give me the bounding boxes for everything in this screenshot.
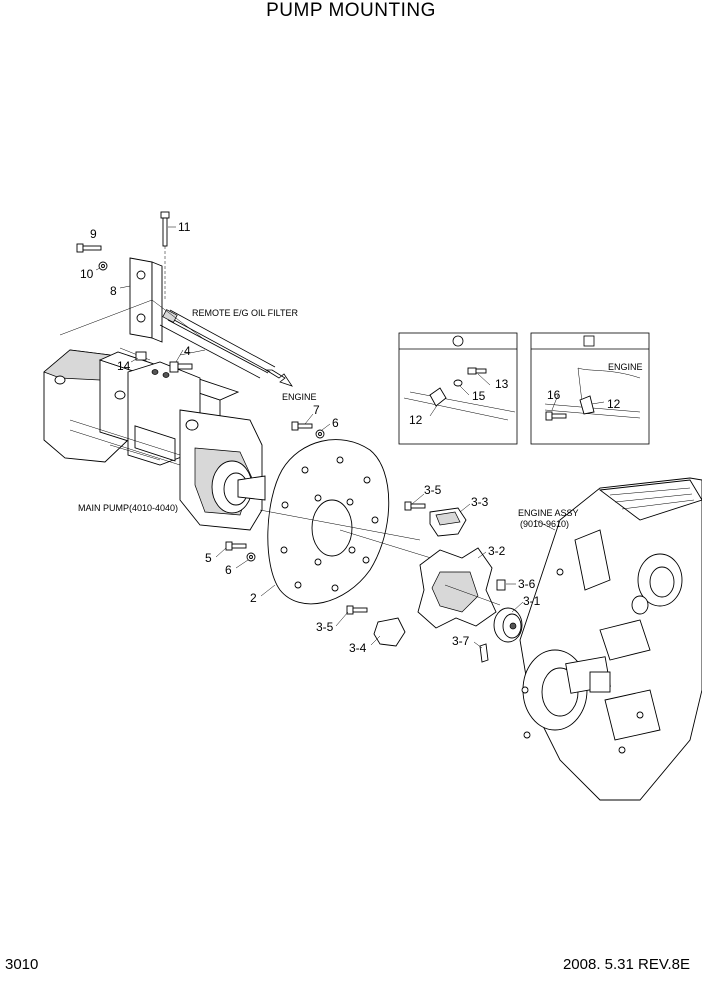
bolt-3-5a — [404, 501, 426, 511]
coupling-insert-3-3 — [429, 507, 467, 537]
note-engine-assy: ENGINE ASSY — [518, 508, 579, 518]
note-detail-engine: ENGINE — [608, 362, 643, 372]
washer-10 — [98, 261, 108, 271]
hub-3-1 — [493, 607, 523, 643]
callout-3-5a: 3-5 — [424, 483, 442, 497]
detail-view-square — [530, 332, 650, 445]
bolt-5 — [225, 541, 247, 551]
bolt-11 — [160, 211, 170, 300]
callout-6a: 6 — [332, 416, 339, 430]
bolt-3-5b — [346, 605, 368, 615]
note-engine-assy-code: (9010-9610) — [520, 519, 569, 529]
callout-3-6: 3-6 — [518, 577, 536, 591]
key-3-7 — [479, 643, 489, 663]
fitting-14 — [135, 351, 147, 361]
bolt-7 — [291, 421, 313, 431]
note-remote-filter: REMOTE E/G OIL FILTER — [192, 308, 299, 318]
callout-11: 11 — [178, 220, 191, 234]
callout-13: 13 — [495, 377, 509, 391]
remote-filter-hoses — [159, 309, 293, 387]
page-number: 3010 — [5, 956, 39, 973]
washer-6a — [315, 429, 325, 439]
bolt-9 — [76, 243, 102, 253]
page-title: PUMP MOUNTING — [266, 0, 436, 21]
callout-8: 8 — [110, 284, 117, 298]
callout-3-3: 3-3 — [471, 495, 489, 509]
callout-7: 7 — [313, 403, 320, 417]
engine-assy — [519, 477, 702, 801]
callout-12b: 12 — [607, 397, 621, 411]
coupling-element-3-2 — [417, 547, 501, 629]
callout-3-4: 3-4 — [349, 641, 367, 655]
callout-10: 10 — [80, 267, 94, 281]
date-revision: 2008. 5.31 REV.8E — [562, 956, 690, 973]
callout-3-7: 3-7 — [452, 634, 470, 648]
coupling-insert-3-4 — [373, 617, 406, 647]
callout-5: 5 — [205, 551, 212, 565]
bolt-4 — [169, 361, 193, 373]
flange-2 — [267, 439, 390, 605]
callout-15: 15 — [472, 389, 486, 403]
bracket-8 — [129, 257, 163, 343]
note-main-pump: MAIN PUMP(4010-4040) — [78, 503, 178, 513]
callout-3-5b: 3-5 — [316, 620, 334, 634]
callout-3-2: 3-2 — [488, 544, 506, 558]
callout-2: 2 — [250, 591, 257, 605]
leader-lines — [95, 226, 605, 649]
callout-3-1: 3-1 — [523, 594, 541, 608]
washer-6b — [246, 552, 256, 562]
detail-view-circle — [398, 332, 518, 445]
setscrew-3-6 — [496, 579, 506, 591]
main-pump — [43, 349, 266, 531]
callout-12a: 12 — [409, 413, 423, 427]
callout-16: 16 — [547, 388, 561, 402]
callout-9: 9 — [90, 227, 97, 241]
callout-4: 4 — [184, 344, 191, 358]
note-engine-arrow: ENGINE — [282, 392, 317, 402]
callout-14: 14 — [117, 359, 131, 373]
callout-6b: 6 — [225, 563, 232, 577]
